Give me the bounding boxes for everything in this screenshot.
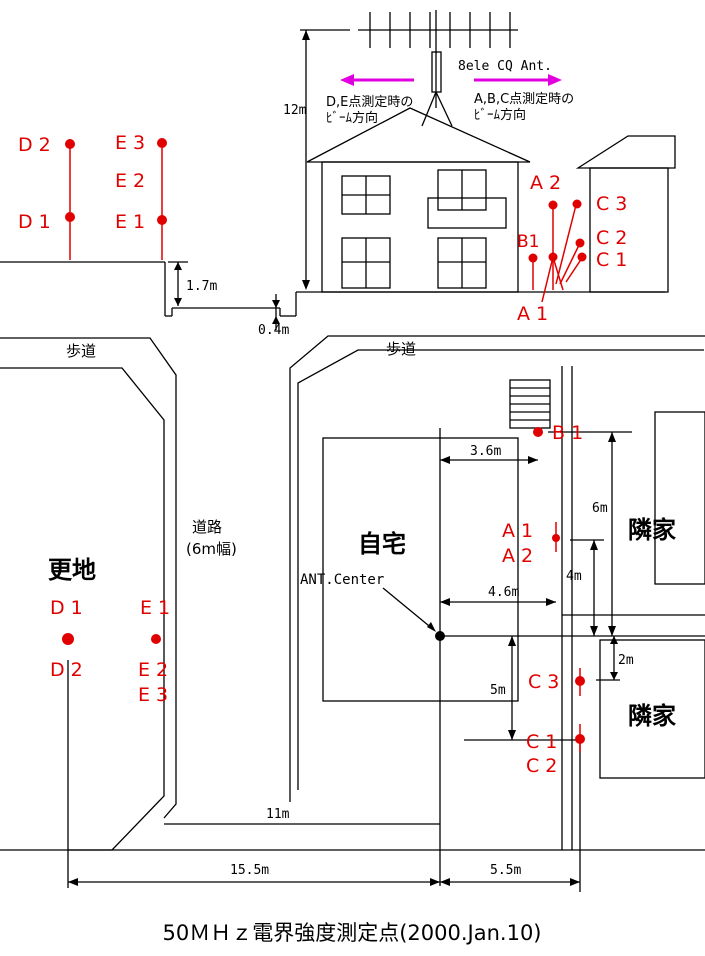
- label-d2-elev: D 2: [18, 134, 51, 156]
- beam-arrow-right-icon: [474, 74, 562, 86]
- beam-de-label-2: ﾋﾞｰﾑ方向: [326, 110, 378, 126]
- ant-center-label: ANT.Center: [300, 572, 384, 588]
- label-e2: E 2: [138, 659, 168, 681]
- point-c3: [575, 676, 585, 686]
- dim-11-label: 11m: [266, 807, 290, 822]
- dim-6-label: 6m: [592, 501, 608, 516]
- stair-icon: [509, 379, 551, 429]
- dim-3-6-label: 3.6m: [470, 444, 501, 459]
- wall-height-label: 1.7m: [186, 279, 217, 294]
- sidewalk-left-label: 歩道: [66, 342, 96, 360]
- point-b1: [533, 427, 543, 437]
- height-dimension: [300, 29, 350, 290]
- label-d1-elev: D 1: [18, 211, 51, 233]
- neighbor-1-outline: [654, 411, 705, 585]
- point-d2-elev: [65, 139, 75, 149]
- label-c1-elev: C 1: [596, 249, 627, 271]
- beam-abc-label: A,B,C点測定時の: [474, 92, 574, 107]
- elevation-view: 8ele CQ Ant. D,E点測定時の ﾋﾞｰﾑ方向 A,B,C点測定時の …: [0, 10, 676, 338]
- dim-4-label: 4m: [566, 569, 582, 584]
- ant-center-point: [435, 631, 445, 641]
- antenna-icon: [358, 10, 518, 127]
- label-e3: E 3: [138, 684, 168, 706]
- beam-arrow-left-icon: [340, 74, 414, 86]
- neighbor-2-outline: [599, 639, 705, 779]
- plan-view: ANT.Center 3.6m 4.6m 6m 4m 2m: [0, 335, 705, 892]
- point-e1-elev: [157, 215, 167, 225]
- point-a1-a2: [552, 534, 560, 542]
- dim-5-5-label: 5.5m: [490, 863, 521, 878]
- neighbor-1-label: 隣家: [628, 516, 676, 544]
- label-c3: C 3: [528, 671, 559, 693]
- point-b1-elev: [528, 253, 538, 263]
- wall-dimension: [168, 261, 188, 306]
- label-c2: C 2: [526, 755, 557, 777]
- label-c2-elev: C 2: [596, 227, 627, 249]
- dim-15-5-label: 15.5m: [230, 863, 269, 878]
- abc-points-elev: [528, 199, 587, 303]
- home-label: 自宅: [358, 530, 406, 558]
- beam-abc-label-2: ﾋﾞｰﾑ方向: [474, 107, 526, 123]
- label-b1: B 1: [552, 422, 583, 444]
- point-d1-d2: [62, 633, 74, 645]
- label-c3-elev: C 3: [596, 193, 627, 215]
- house-elevation: [306, 107, 531, 293]
- label-d2: D 2: [50, 659, 83, 681]
- neighbor-2-label: 隣家: [628, 702, 676, 730]
- beam-de-label: D,E点測定時の: [326, 95, 413, 110]
- step-height-label: 0.4m: [258, 323, 289, 338]
- label-e1-elev: E 1: [115, 211, 145, 233]
- label-d1: D 1: [50, 597, 83, 619]
- label-c1: C 1: [526, 731, 557, 753]
- dim-4-6-label: 4.6m: [488, 585, 519, 600]
- point-c1-elev: [577, 252, 587, 262]
- label-a1: A 1: [502, 520, 533, 542]
- label-b1-elev: B1: [517, 232, 539, 252]
- neighbor-elevation: [575, 135, 676, 293]
- point-a1-elev: [548, 252, 558, 262]
- antenna-label: 8ele CQ Ant.: [458, 59, 552, 74]
- dim-5-label: 5m: [490, 683, 506, 698]
- label-e3-elev: E 3: [115, 132, 145, 154]
- point-d1-elev: [65, 212, 75, 222]
- dim-2-label: 2m: [618, 653, 634, 668]
- vacant-lot-label: 更地: [48, 556, 96, 584]
- label-e2-elev: E 2: [115, 170, 145, 192]
- point-e3-elev: [157, 138, 167, 148]
- point-a2-elev: [548, 200, 558, 210]
- point-e1-e3: [151, 634, 161, 644]
- label-a1-elev: A 1: [517, 303, 548, 325]
- label-e1: E 1: [140, 597, 170, 619]
- step-dimension: [272, 294, 280, 330]
- height-label: 12m: [283, 103, 307, 118]
- point-c2-elev: [575, 238, 585, 248]
- point-c3-elev: [572, 199, 582, 209]
- road-label: 道路: [192, 518, 222, 536]
- road-width-label: (6m幅): [186, 540, 237, 558]
- sidewalk-right-label: 歩道: [386, 340, 416, 358]
- label-a2-elev: A 2: [530, 172, 561, 194]
- home-outline: [322, 437, 519, 702]
- label-a2: A 2: [502, 545, 533, 567]
- point-c1-c2: [575, 734, 585, 744]
- caption: 50ＭＨｚ電界強度測定点(2000.Jan.10): [163, 921, 542, 945]
